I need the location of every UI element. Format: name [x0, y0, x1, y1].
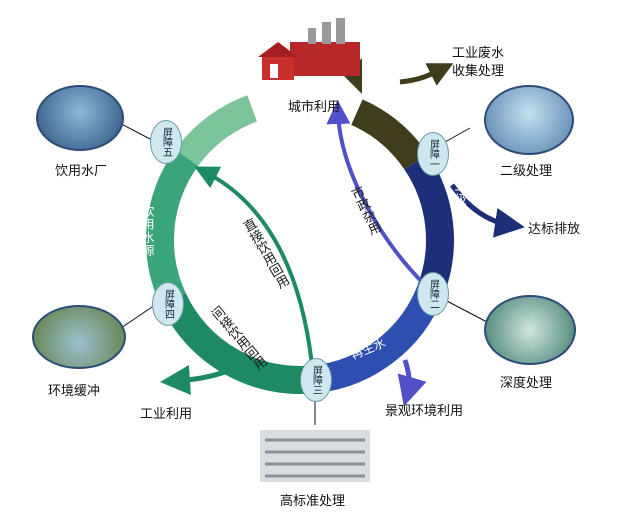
barrier-4: 屏障四: [152, 282, 184, 326]
barrier-5: 屏障五: [150, 120, 182, 164]
arc-reclaimed-water: [312, 284, 444, 394]
arc-secondary-effluent: [404, 153, 454, 296]
landscape-arrow: [397, 359, 427, 407]
barrier-2: 屏障二: [417, 272, 449, 316]
industrial-wastewater-arrow: [399, 63, 454, 86]
industrial-use-arrow: [160, 365, 231, 395]
arc-indirect-reuse: [160, 292, 317, 394]
arc-drinking-source: [146, 149, 199, 306]
environment-buffer-label: 环境缓冲: [48, 384, 101, 399]
industrial-use-label: 工业利用: [140, 407, 193, 422]
connector: [444, 127, 471, 143]
advanced-treatment-label: 深度处理: [500, 376, 553, 391]
discharge-label: 达标排放: [528, 222, 581, 237]
secondary-treatment-label: 二级处理: [500, 164, 553, 179]
water-plant-label: 饮用水厂: [55, 164, 108, 179]
ring-label-drinking-source: 饮用水源: [141, 205, 155, 257]
barrier-1: 屏障一: [417, 132, 449, 176]
industrial-wastewater-label-2: 收集处理: [452, 64, 505, 79]
environment-buffer-photo: [32, 305, 126, 369]
municipal-arrow: [326, 100, 427, 287]
treatment-plant-image: [260, 430, 370, 482]
direct-potable-arrow: [194, 166, 314, 366]
ring-label-secondary-effluent: 二级出水: [453, 180, 467, 232]
urban-use-label: 城市利用: [288, 100, 341, 115]
connector: [444, 299, 488, 323]
landscape-label: 景观环境利用: [385, 404, 464, 419]
arc-drinking-water: [175, 95, 258, 167]
connector: [117, 304, 156, 331]
arc-domestic-sewage: [350, 99, 428, 170]
water-plant-photo: [36, 85, 124, 151]
barrier-3: 屏障三: [300, 358, 332, 402]
discharge-arrow: [449, 183, 525, 238]
factory-icon: [258, 18, 360, 80]
advanced-treatment-photo: [484, 295, 576, 365]
secondary-treatment-photo: [484, 85, 574, 155]
high-standard-label: 高标准处理: [280, 494, 346, 509]
industrial-wastewater-label: 工业废水: [452, 46, 505, 61]
